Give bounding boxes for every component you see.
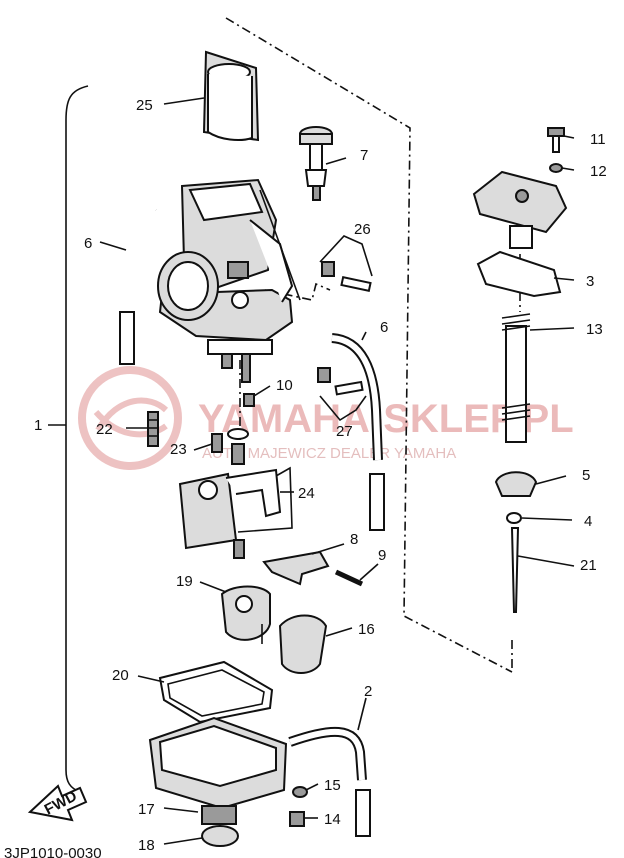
callout-12: 12 bbox=[590, 163, 607, 180]
callout-17: 17 bbox=[138, 801, 155, 818]
footer-code: 3JP1010-0030 bbox=[4, 845, 102, 858]
part-float-pin bbox=[334, 569, 364, 587]
part-float bbox=[178, 466, 293, 559]
part-o-ring bbox=[227, 428, 249, 440]
callout-7: 7 bbox=[360, 147, 368, 164]
assembly-bracket bbox=[65, 85, 89, 793]
part-air-screw bbox=[317, 367, 367, 422]
callout-22: 22 bbox=[96, 421, 113, 438]
callout-labels: 1 2 3 4 5 6 6 7 8 9 10 11 12 13 14 15 16… bbox=[34, 97, 607, 854]
part-screw bbox=[547, 127, 565, 137]
callout-25: 25 bbox=[136, 97, 153, 114]
callout-23: 23 bbox=[170, 441, 187, 458]
part-drain-screw bbox=[289, 811, 305, 827]
callout-15: 15 bbox=[324, 777, 341, 794]
callout-14: 14 bbox=[324, 811, 341, 828]
callout-11: 11 bbox=[590, 131, 606, 148]
callout-13: 13 bbox=[586, 321, 603, 338]
part-cover bbox=[278, 614, 328, 674]
part-needle-holder bbox=[494, 471, 538, 497]
part-float-bowl bbox=[148, 716, 288, 847]
part-washer-top bbox=[549, 163, 563, 173]
callout-3: 3 bbox=[586, 273, 594, 290]
part-jet-needle bbox=[510, 527, 520, 613]
part-valve-housing bbox=[220, 585, 271, 644]
part-cover-gasket bbox=[476, 250, 562, 298]
callout-21: 21 bbox=[580, 557, 597, 574]
part-main-nozzle bbox=[211, 433, 223, 453]
callout-4: 4 bbox=[584, 513, 592, 530]
callout-18: 18 bbox=[138, 837, 155, 854]
fwd-arrow-icon: FWD bbox=[27, 784, 88, 822]
callout-19: 19 bbox=[176, 573, 193, 590]
callout-6-left: 6 bbox=[84, 235, 92, 252]
callout-1: 1 bbox=[34, 417, 42, 434]
callout-26: 26 bbox=[354, 221, 371, 238]
callout-16: 16 bbox=[358, 621, 375, 638]
callout-10: 10 bbox=[276, 377, 293, 394]
callout-9: 9 bbox=[378, 547, 386, 564]
callout-24: 24 bbox=[298, 485, 315, 502]
part-starter-jet bbox=[147, 411, 159, 447]
part-nut bbox=[243, 393, 255, 407]
part-pilot-screw bbox=[319, 235, 373, 293]
part-vent-hose-right bbox=[331, 333, 385, 531]
part-throttle-stop bbox=[299, 126, 333, 201]
part-drain-hose bbox=[288, 726, 371, 837]
callout-2: 2 bbox=[364, 683, 372, 700]
part-vent-hose-left bbox=[119, 202, 158, 365]
part-needle-clip bbox=[506, 512, 522, 524]
watermark-logo-icon bbox=[78, 366, 182, 470]
part-carburetor-body bbox=[157, 178, 301, 383]
guide-line-top bbox=[225, 17, 513, 673]
callout-5: 5 bbox=[582, 467, 590, 484]
part-rubber-cap bbox=[202, 50, 260, 142]
callout-6-right: 6 bbox=[380, 319, 388, 336]
callout-8: 8 bbox=[350, 531, 358, 548]
callout-27: 27 bbox=[336, 423, 353, 440]
part-throttle-valve bbox=[501, 313, 531, 443]
watermark-subtitle: AUTO MAJEWICZ DEALER YAMAHA bbox=[202, 445, 456, 462]
part-washer bbox=[292, 786, 308, 798]
leader-lines bbox=[99, 97, 575, 845]
callout-20: 20 bbox=[112, 667, 129, 684]
part-top-cover bbox=[472, 170, 568, 249]
part-baffle-plate bbox=[262, 550, 330, 586]
